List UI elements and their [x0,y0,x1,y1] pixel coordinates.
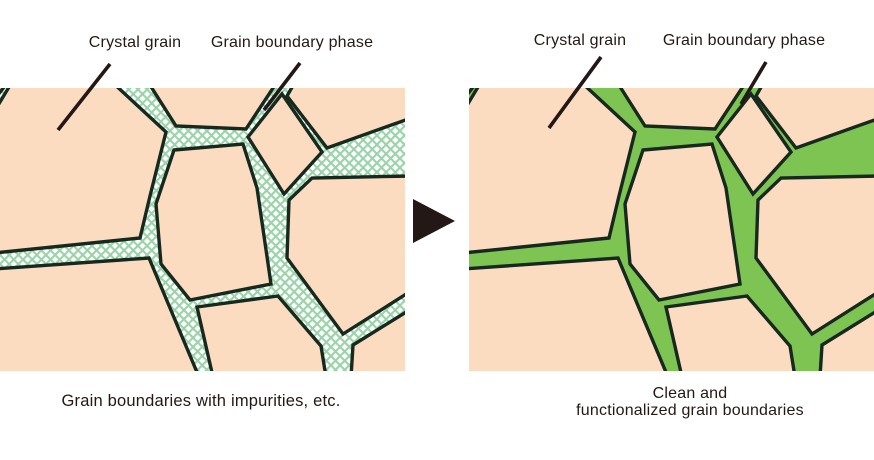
transform-arrow-icon [413,199,455,243]
grain-top-left [469,88,637,255]
grain-hexagon [154,142,273,302]
right-panel-caption-line1: Clean and [652,385,728,402]
right-panel-grain-diagram [469,88,874,371]
grain-corner-topleft [469,88,475,96]
grain-bottom-right [349,310,405,371]
left-grain-boundary-phase-label: Grain boundary phase [210,34,374,51]
grain-hexagon [623,142,742,302]
left-panel-caption: Grain boundaries with impurities, etc. [61,392,341,410]
grain-top-middle [618,88,745,131]
grain-diamond [245,91,325,197]
grain-top-left [0,88,168,255]
right-panel-caption: Clean and functionalized grain boundarie… [576,385,804,419]
grain-corner-topleft [0,88,6,96]
grain-bottom-middle [663,294,796,371]
grain-right-middle [285,174,405,337]
left-crystal-grain-label: Crystal grain [88,34,182,51]
grain-bottom-right [818,310,874,371]
right-panel-caption-line2: functionalized grain boundaries [576,402,804,419]
right-grain-boundary-phase-label: Grain boundary phase [662,32,826,49]
grain-bottom-left [469,256,668,371]
grain-diamond [714,91,794,197]
grain-right-middle [754,174,874,337]
left-panel-grain-diagram [0,88,405,371]
grain-bottom-middle [194,294,327,371]
grain-bottom-left [0,256,199,371]
right-crystal-grain-label: Crystal grain [533,32,627,49]
grain-top-middle [149,88,276,131]
